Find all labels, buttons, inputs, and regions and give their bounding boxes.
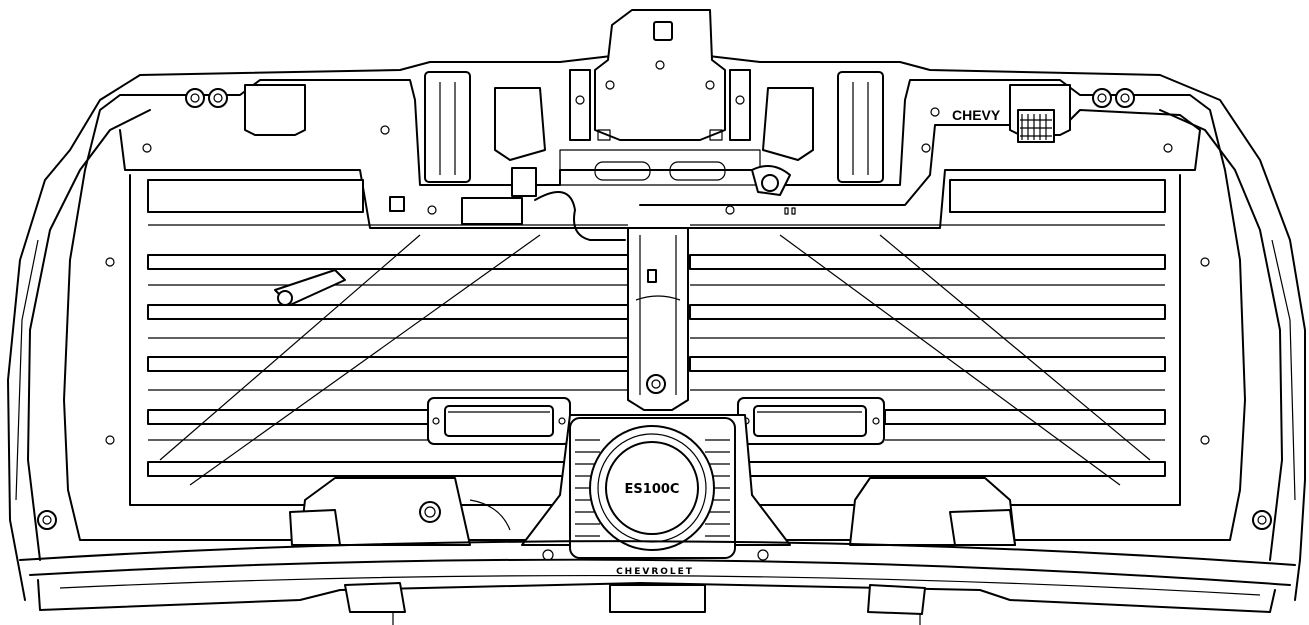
vent-right (737, 397, 885, 445)
sensor-lens-inner (605, 441, 699, 535)
sensor-badge-label: ES100C (625, 482, 680, 497)
top-bolts (105, 88, 1210, 445)
brand-label: CHEVY (952, 107, 1001, 123)
center-support (627, 227, 689, 411)
louvers-right (689, 179, 1166, 486)
vent-left (427, 397, 571, 445)
wiring-harness (389, 165, 796, 241)
bottom-emblem-label: CHEVROLET (616, 567, 694, 577)
hatched-patch (1020, 114, 1052, 140)
lower-brackets (37, 477, 1272, 546)
top-bracket (559, 9, 761, 186)
bottom-trim: CHEVROLET (19, 540, 1296, 625)
louvers-left (147, 179, 629, 486)
sensor-unit: ES100C (521, 414, 791, 561)
top-clips (244, 71, 1071, 183)
